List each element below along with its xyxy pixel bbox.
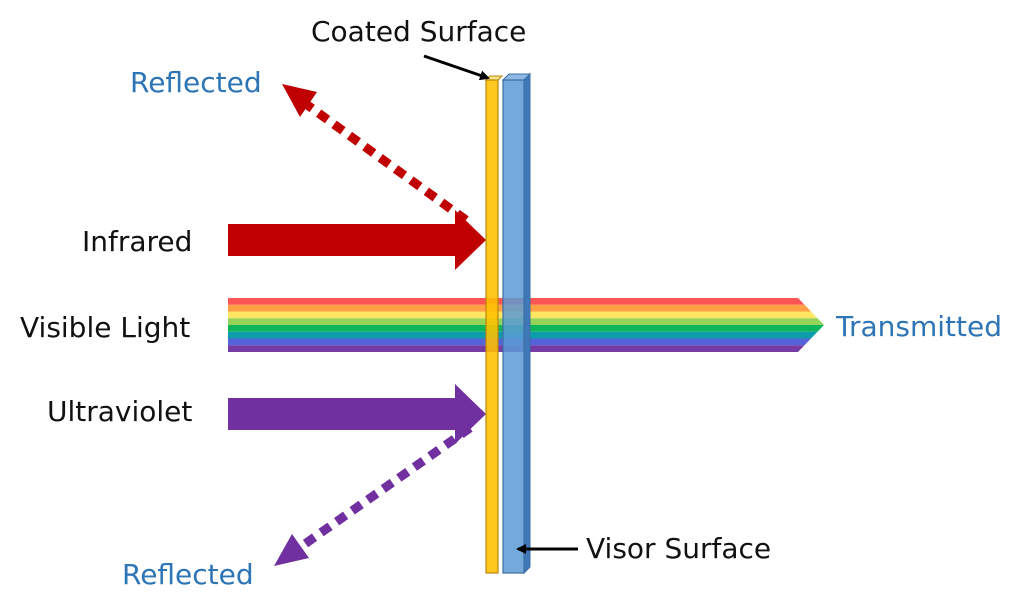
visible-light-label: Visible Light [20,311,190,344]
ultraviolet-arrow [228,384,486,444]
coated-surface-pointer [423,54,490,81]
reflected-bottom-label: Reflected [122,558,254,591]
infrared-arrow [228,210,486,270]
infrared-label: Infrared [82,225,192,258]
reflected-infrared-arrow [282,84,469,224]
coated-surface-layer [484,75,504,574]
visor-surface-slab [501,72,532,575]
ultraviolet-label: Ultraviolet [47,395,192,428]
visor-surface-label: Visor Surface [586,532,771,565]
reflected-ultraviolet-arrow [274,424,473,566]
transmitted-label: Transmitted [835,310,1002,343]
reflected-top-label: Reflected [130,66,262,99]
coated-surface-label: Coated Surface [311,15,526,48]
